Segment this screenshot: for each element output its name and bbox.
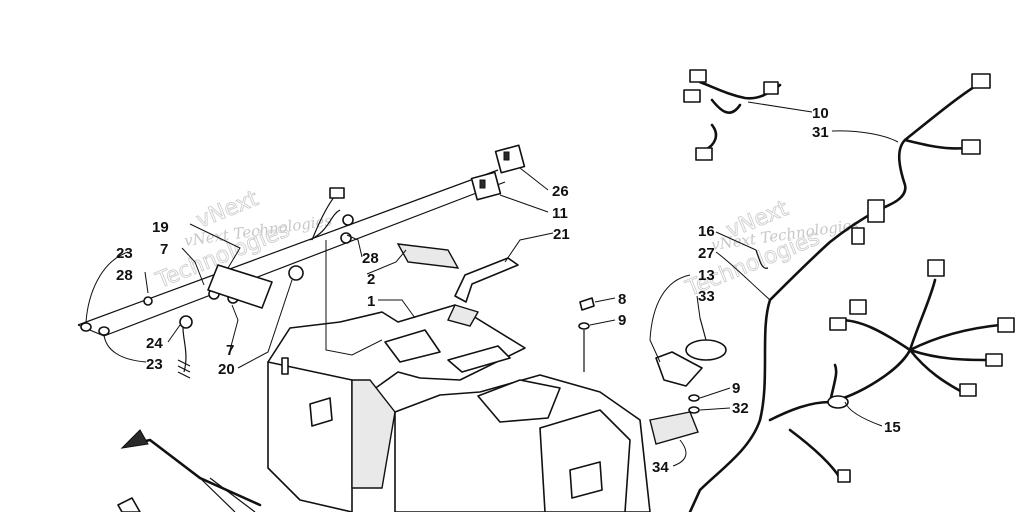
bracket-13 (655, 317, 727, 387)
callout-19: 19 (152, 219, 169, 236)
callout-31: 31 (812, 124, 829, 141)
callout-26: 26 (552, 183, 569, 200)
callout-9-top: 9 (618, 312, 626, 329)
callout-28-left: 28 (116, 267, 133, 284)
mounting-plate-19 (207, 264, 273, 309)
harness-10 (683, 69, 782, 161)
callout-8: 8 (618, 291, 626, 308)
callout-1: 1 (367, 293, 375, 310)
wire-16-27 (755, 249, 769, 269)
callout-10: 10 (812, 105, 829, 122)
callout-21: 21 (553, 226, 570, 243)
callout-11: 11 (552, 205, 568, 222)
plate-part-2 (396, 243, 460, 269)
callout-33: 33 (698, 288, 715, 305)
switch-11 (470, 171, 502, 201)
harness-31 (688, 73, 991, 512)
hardware-8-9 (578, 297, 595, 372)
pad-34 (649, 411, 699, 445)
callout-15: 15 (884, 419, 901, 436)
harness-15 (768, 259, 1015, 483)
callout-2: 2 (367, 271, 375, 288)
callout-20: 20 (218, 361, 235, 378)
callout-32: 32 (732, 400, 749, 417)
callout-27: 27 (698, 245, 715, 262)
console-body (267, 304, 651, 512)
callout-labels: 10 31 26 11 21 19 7 23 28 28 2 1 24 7 23… (116, 105, 901, 476)
washer-32 (688, 406, 700, 414)
callout-23-top: 23 (116, 245, 133, 262)
callout-16: 16 (698, 223, 715, 240)
callout-34: 34 (652, 459, 669, 476)
callout-7-top: 7 (160, 241, 168, 258)
callout-23-bottom: 23 (146, 356, 163, 373)
callout-24: 24 (146, 335, 163, 352)
throttle-cable (117, 429, 262, 512)
switch-26 (494, 144, 526, 174)
callout-7-bottom: 7 (226, 342, 234, 359)
wire-assembly-24 (177, 315, 193, 379)
callout-9-bottom: 9 (732, 380, 740, 397)
bracket-part-21 (454, 257, 519, 303)
callout-28-right: 28 (362, 250, 379, 267)
washer-9 (688, 394, 700, 402)
callout-13: 13 (698, 267, 715, 284)
leader-lines (85, 101, 899, 467)
wire-assembly-20 (288, 187, 345, 281)
